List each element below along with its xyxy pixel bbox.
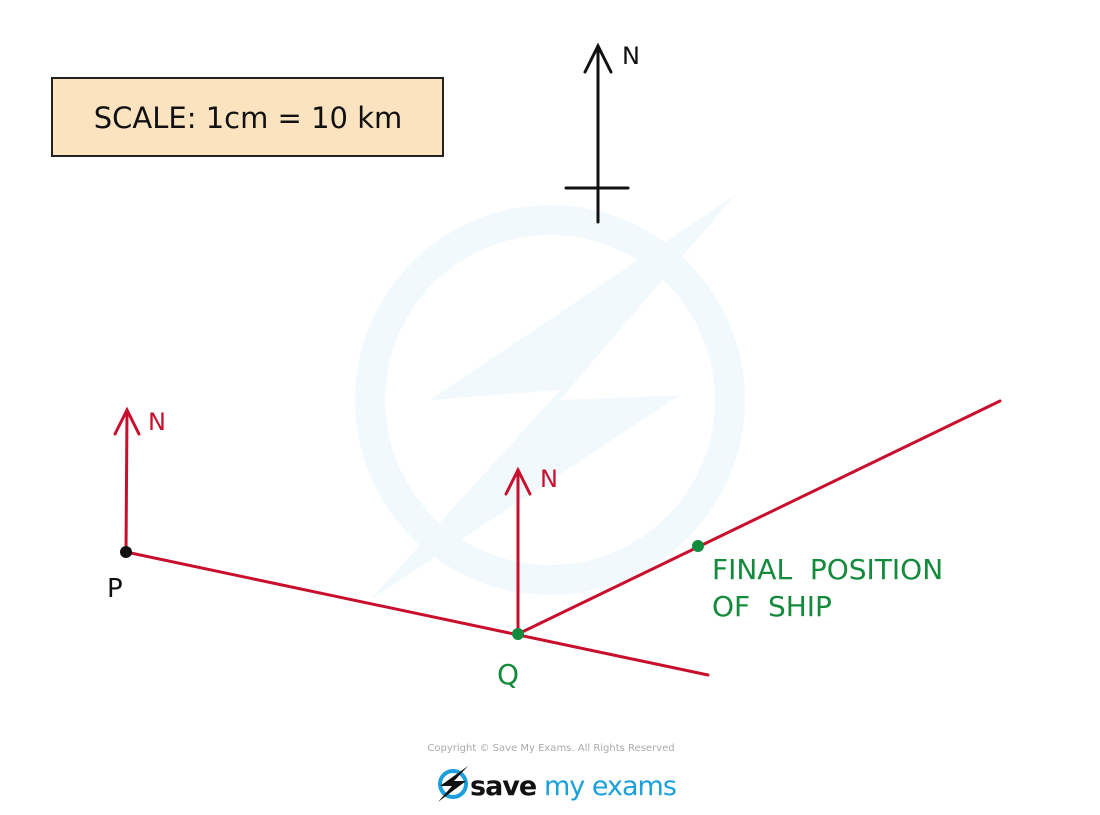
lightning-icon bbox=[438, 766, 468, 802]
scale-text: SCALE: 1cm = 10 km bbox=[94, 101, 403, 135]
watermark-logo bbox=[355, 195, 745, 600]
save-my-exams-logo: save my exams bbox=[438, 766, 677, 802]
point-final-position bbox=[692, 540, 704, 552]
final-position-label-line2: OF SHIP bbox=[712, 590, 832, 623]
north-compass bbox=[564, 42, 630, 224]
final-position-label-line1: FINAL POSITION bbox=[712, 553, 943, 586]
p-north-arrow bbox=[113, 406, 141, 554]
scale-box: SCALE: 1cm = 10 km bbox=[51, 77, 444, 157]
q-north-arrow bbox=[504, 466, 532, 636]
logo-text-my-exams: my exams bbox=[544, 771, 676, 802]
copyright-text: Copyright © Save My Exams. All Rights Re… bbox=[427, 743, 674, 754]
bearing-line-q-to-final bbox=[516, 399, 1002, 636]
bearing-line-p-to-q bbox=[124, 550, 710, 677]
logo-text-save: save bbox=[470, 771, 536, 802]
point-p-label: P bbox=[107, 574, 123, 604]
p-north-label: N bbox=[148, 408, 166, 436]
point-q bbox=[512, 628, 524, 640]
point-p bbox=[120, 546, 132, 558]
q-north-label: N bbox=[540, 465, 558, 493]
point-q-label: Q bbox=[497, 658, 519, 691]
compass-north-label: N bbox=[622, 42, 640, 70]
